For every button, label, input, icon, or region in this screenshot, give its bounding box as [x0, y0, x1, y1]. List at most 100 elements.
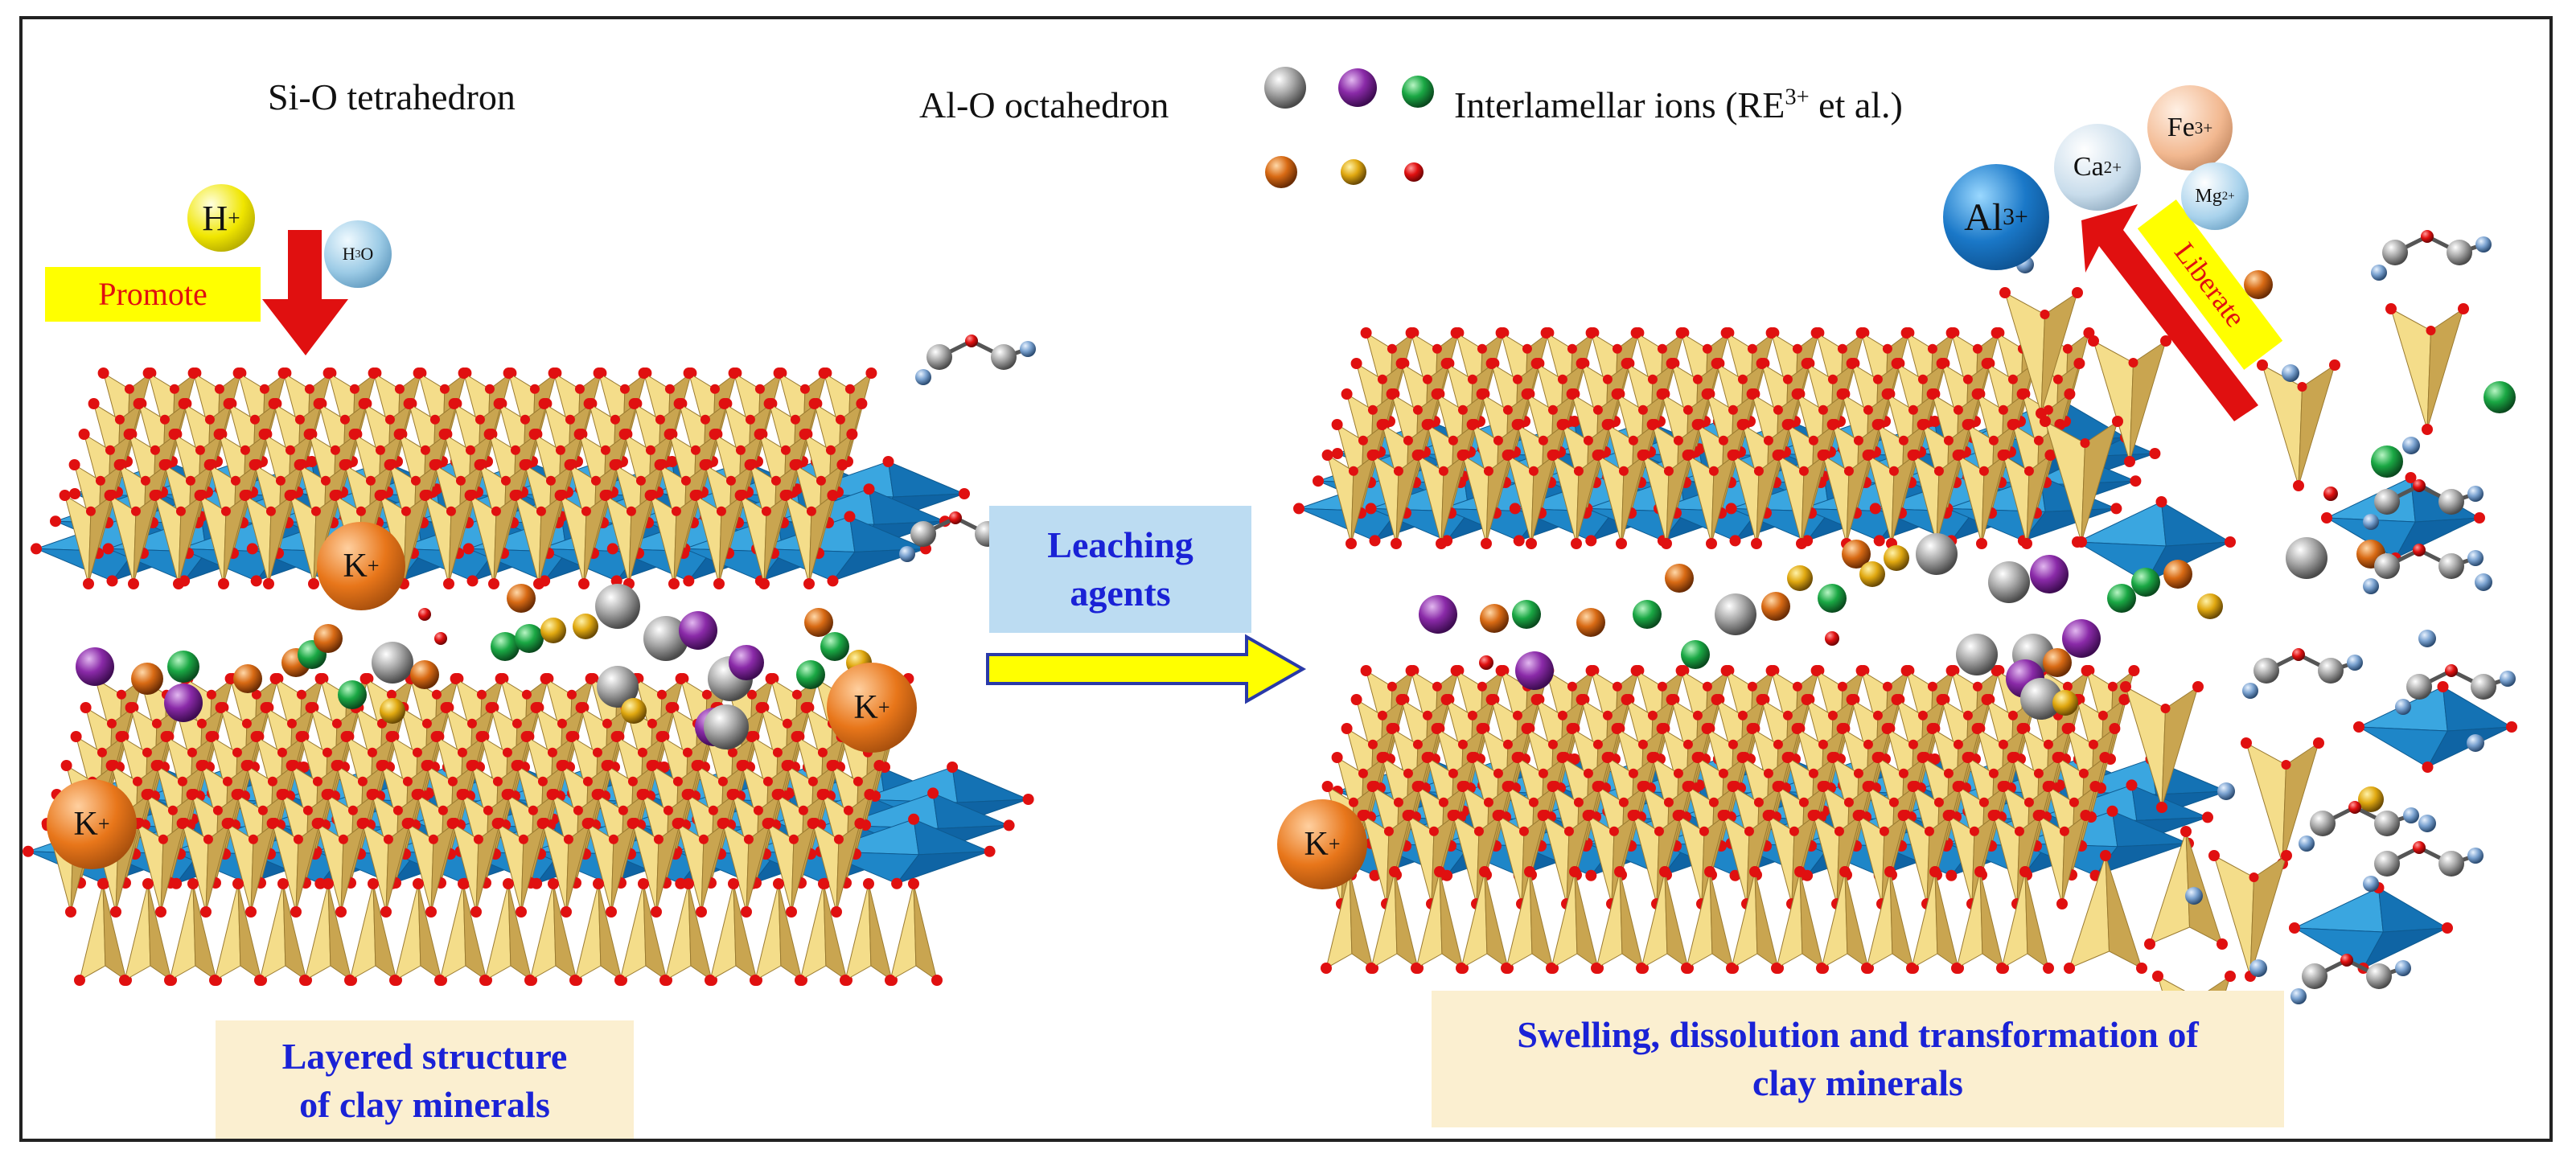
oxygen-atom [1450, 665, 1462, 676]
oxygen-atom [636, 789, 648, 800]
oxygen-atom [1699, 826, 1709, 836]
oxygen-atom [1817, 781, 1829, 792]
oxygen-atom [709, 384, 720, 394]
oxygen-atom [2281, 850, 2292, 861]
oxygen-atom [1943, 768, 1954, 778]
oxygen-atom [530, 702, 542, 713]
oxygen-atom [105, 445, 115, 455]
oxygen-atom [1981, 358, 1993, 369]
oxygen-atom [246, 543, 258, 555]
oxygen-atom [323, 878, 334, 889]
oxygen-atom [1897, 810, 1909, 821]
oxygen-atom [380, 906, 392, 918]
oxygen-atom [1837, 343, 1847, 354]
oxygen-atom [782, 718, 792, 729]
oxygen-atom [277, 747, 287, 757]
oxygen-atom [1826, 419, 1839, 430]
oxygen-atom [1431, 723, 1443, 734]
green-ion [2131, 568, 2160, 597]
oxygen-atom [683, 367, 695, 379]
oxygen-atom [2422, 424, 2433, 435]
oxygen-atom [462, 543, 475, 555]
oxygen-atom [403, 398, 415, 409]
oxygen-atom [2241, 737, 2252, 749]
oxygen-atom [1692, 710, 1703, 721]
organic-fragment [2363, 544, 2484, 594]
oxygen-atom [1863, 739, 1873, 749]
oxygen-atom [1834, 826, 1844, 836]
oxygen-atom [1573, 466, 1584, 476]
oxygen-atom [2458, 303, 2469, 314]
si-o-tetrahedron [1906, 866, 1964, 974]
oxygen-atom [1367, 404, 1378, 415]
fe-charge: 3+ [2194, 117, 2213, 138]
oxygen-atom [520, 414, 530, 425]
si-o-tetrahedron [1717, 810, 1777, 909]
steel-atom [2217, 782, 2235, 800]
oxygen-atom [276, 789, 288, 800]
oxygen-atom [1654, 826, 1664, 836]
oxygen-atom [2080, 438, 2090, 448]
oxygen-atom [241, 718, 252, 729]
oxygen-atom [439, 384, 450, 394]
oxygen-atom [1313, 475, 1324, 487]
oxygen-atom [1691, 419, 1703, 430]
oxygen-atom [302, 805, 313, 815]
oxygen-atom [1747, 681, 1757, 692]
orange-ion [1576, 608, 1605, 637]
oxygen-atom [1450, 327, 1462, 339]
oxygen-atom [1718, 435, 1728, 445]
orange-ion [507, 584, 536, 613]
oxygen-atom [1592, 404, 1603, 415]
oxygen-atom [1681, 963, 1692, 974]
oxygen-atom [1583, 768, 1593, 778]
oxygen-atom [488, 578, 499, 589]
si-o-tetrahedron [1681, 866, 1739, 974]
oxygen-atom [826, 760, 838, 771]
oxygen-atom [1003, 819, 1015, 831]
oxygen-atom [250, 731, 262, 742]
oxygen-atom [102, 543, 114, 555]
oxygen-atom [1962, 752, 1974, 763]
purple-ion [76, 647, 114, 686]
oxygen-atom [1763, 435, 1773, 445]
oxygen-atom [176, 818, 188, 829]
si-o-tetrahedron [795, 878, 853, 986]
oxygen-atom [610, 731, 622, 742]
oxygen-atom [1936, 358, 1948, 369]
oxygen-atom [204, 414, 215, 425]
oxygen-atom [2043, 739, 2053, 749]
oxygen-atom [698, 834, 709, 844]
oxygen-atom [1924, 826, 1934, 836]
oxygen-atom [2088, 739, 2098, 749]
oxygen-atom [491, 506, 501, 516]
oxygen-atom [1991, 327, 2003, 339]
oxygen-atom [1771, 963, 1782, 974]
oxygen-atom [1728, 739, 1738, 749]
oxygen-atom [68, 459, 80, 470]
oxygen-atom [753, 805, 763, 815]
oxygen-atom [1583, 435, 1593, 445]
oxygen-atom [1798, 466, 1809, 476]
steel-atom [2282, 364, 2299, 382]
oxygen-atom [2042, 781, 2054, 792]
oxygen-atom [1521, 388, 1533, 400]
green-ion [491, 632, 520, 661]
oxygen-atom [1585, 535, 1597, 547]
orange-ion [2043, 648, 2072, 677]
oxygen-atom [554, 490, 566, 501]
oxygen-atom [1518, 826, 1529, 836]
oxygen-atom [2056, 898, 2068, 909]
oxygen-atom [1796, 538, 1807, 549]
oxygen-atom [1691, 752, 1703, 763]
si-o-tetrahedron [1997, 450, 2056, 549]
oxygen-atom [1602, 374, 1613, 384]
k-ion-left-1: K+ [317, 522, 405, 610]
oxygen-atom [1997, 781, 2009, 792]
oxygen-atom [1627, 810, 1639, 821]
oxygen-atom [1393, 797, 1403, 807]
oxygen-atom [1888, 797, 1899, 807]
oxygen-atom [659, 975, 671, 986]
diagram-canvas: Liberate [23, 67, 2517, 1102]
oxygen-atom [1348, 466, 1358, 476]
